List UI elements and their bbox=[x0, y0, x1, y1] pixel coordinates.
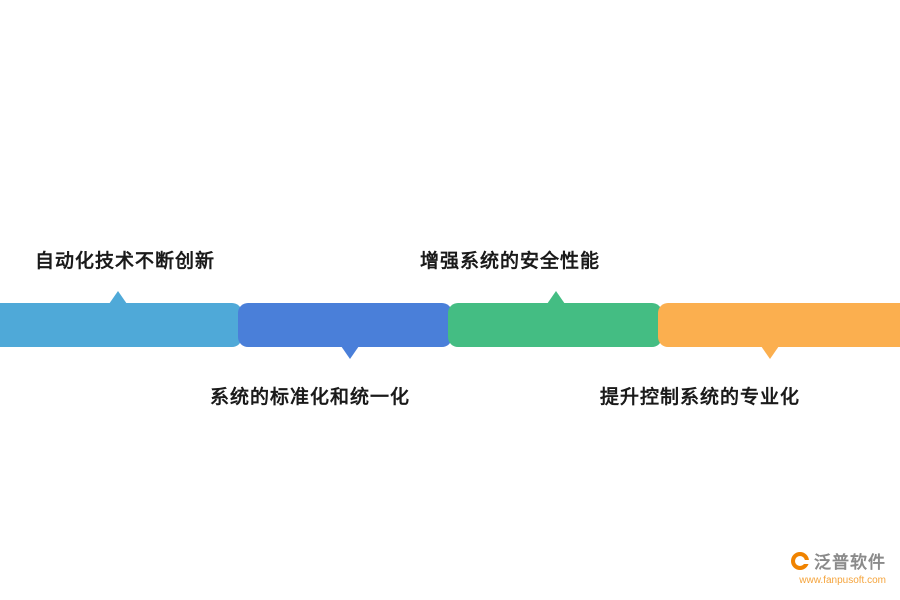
watermark-url: www.fanpusoft.com bbox=[799, 575, 886, 586]
bar-segment-security bbox=[448, 303, 662, 347]
callout-label-innovation: 自动化技术不断创新 bbox=[35, 251, 216, 272]
callout-label-professional: 提升控制系统的专业化 bbox=[600, 387, 801, 408]
watermark: 泛普软件 www.fanpusoft.com bbox=[791, 548, 886, 586]
bar-segment-innovation bbox=[0, 303, 242, 347]
callout-label-standardization: 系统的标准化和统一化 bbox=[210, 387, 411, 408]
callout-label-security: 增强系统的安全性能 bbox=[420, 251, 601, 272]
pointer-triangle-security bbox=[547, 291, 565, 304]
fanpu-logo-icon bbox=[791, 551, 809, 570]
pointer-triangle-standardization bbox=[341, 346, 359, 359]
watermark-brand: 泛普软件 bbox=[814, 553, 886, 572]
pointer-triangle-professional bbox=[761, 346, 779, 359]
bar-segment-professional bbox=[658, 303, 900, 347]
bar-segment-standardization bbox=[238, 303, 452, 347]
pointer-triangle-innovation bbox=[109, 291, 127, 304]
